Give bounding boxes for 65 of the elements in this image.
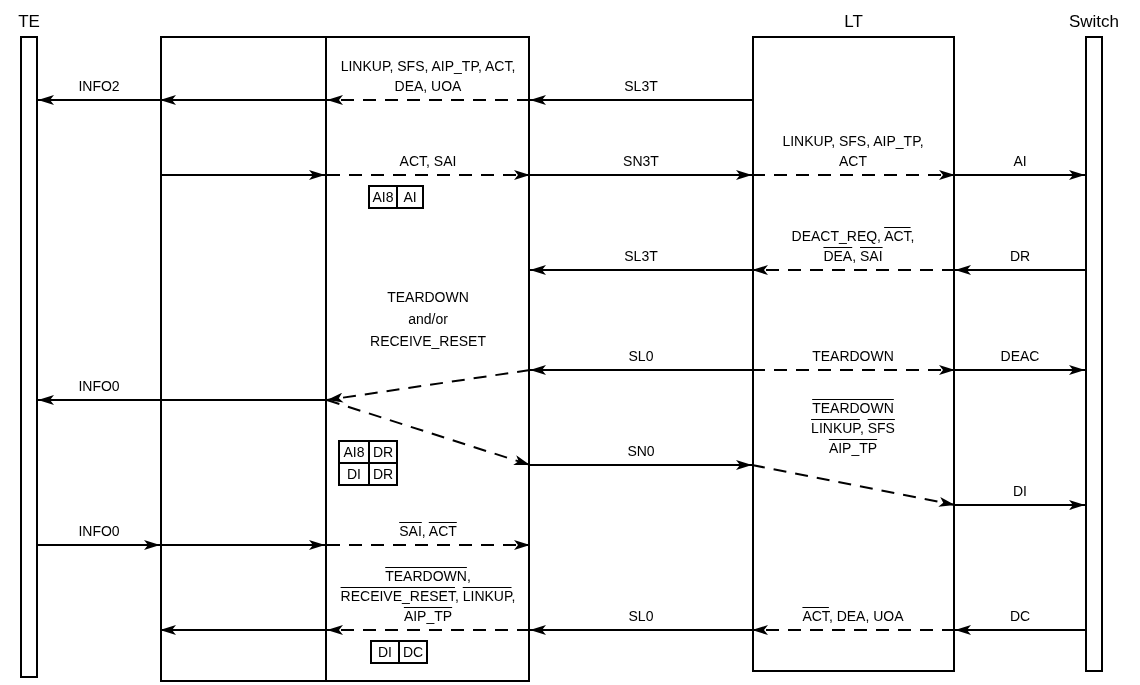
note-text: TEARDOWN and/or RECEIVE_RESET: [369, 288, 487, 351]
lifeline-label: Switch: [1068, 12, 1120, 32]
edge-label: DR: [1008, 247, 1032, 266]
state-box: AI8: [368, 185, 398, 209]
arrow: [954, 265, 1086, 275]
arrow: [954, 625, 1086, 635]
arrow: [326, 399, 531, 466]
arrow: [159, 95, 326, 105]
state-box: DI: [370, 640, 400, 664]
block-box: [325, 36, 530, 682]
arrow: [529, 460, 753, 470]
arrow: [751, 265, 956, 275]
arrow: [751, 625, 956, 635]
arrow: [159, 170, 326, 180]
arrow: [529, 95, 753, 105]
arrow: [326, 540, 531, 550]
arrow: [37, 95, 161, 105]
edge-label: SL0: [627, 607, 655, 626]
edge-label: SN0: [626, 442, 656, 461]
edge-label: SN3T: [622, 152, 660, 171]
edge-label: AI: [1012, 152, 1028, 171]
edge-label: INFO0: [77, 377, 121, 396]
arrow: [529, 625, 753, 635]
edge-label: LINKUP, SFS, AIP_TP, ACT: [781, 132, 925, 171]
edge-label: LINKUP, SFS, AIP_TP, ACT, DEA, UOA: [339, 57, 517, 96]
arrow: [159, 625, 326, 635]
state-box: DI: [338, 462, 370, 486]
edge-label: INFO2: [77, 77, 121, 96]
arrow: [326, 369, 531, 403]
arrow: [751, 170, 956, 180]
lifeline-label: LT: [844, 12, 863, 32]
arrow: [326, 170, 531, 180]
edge-label: SL0: [627, 347, 655, 366]
edge-label: DEAC: [999, 347, 1041, 366]
edge-label: SAI, ACT: [398, 522, 458, 541]
arrow: [954, 170, 1086, 180]
edge-label: DI: [1012, 482, 1028, 501]
arrow: [751, 365, 956, 375]
arrow: [954, 365, 1086, 375]
edge-label: TEARDOWN: [811, 347, 895, 366]
arrow: [326, 95, 531, 105]
lifeline-label: TE: [18, 12, 40, 32]
edge-label: SL3T: [623, 247, 659, 266]
arrow: [529, 170, 753, 180]
arrow: [37, 395, 328, 405]
state-box: DR: [368, 440, 398, 464]
edge-label: TEARDOWN LINKUP, SFS AIP_TP: [810, 399, 896, 458]
arrow: [326, 625, 531, 635]
edge-label: INFO0: [77, 522, 121, 541]
edge-label: ACT, DEA, UOA: [801, 607, 905, 626]
arrow: [529, 365, 753, 375]
arrow: [159, 540, 326, 550]
state-box: DR: [368, 462, 398, 486]
edge-label: TEARDOWN, RECEIVE_RESET, LINKUP, AIP_TP: [339, 567, 517, 626]
edge-label: DC: [1008, 607, 1032, 626]
arrow: [529, 265, 753, 275]
arrow: [954, 500, 1086, 510]
arrow: [751, 464, 956, 507]
arrow: [37, 540, 161, 550]
state-box: AI: [396, 185, 424, 209]
edge-label: SL3T: [623, 77, 659, 96]
edge-label: ACT, SAI: [398, 152, 458, 171]
state-box: DC: [398, 640, 428, 664]
edge-label: DEACT_REQ, ACT, DEA, SAI: [790, 227, 916, 266]
block-box: [160, 36, 327, 682]
